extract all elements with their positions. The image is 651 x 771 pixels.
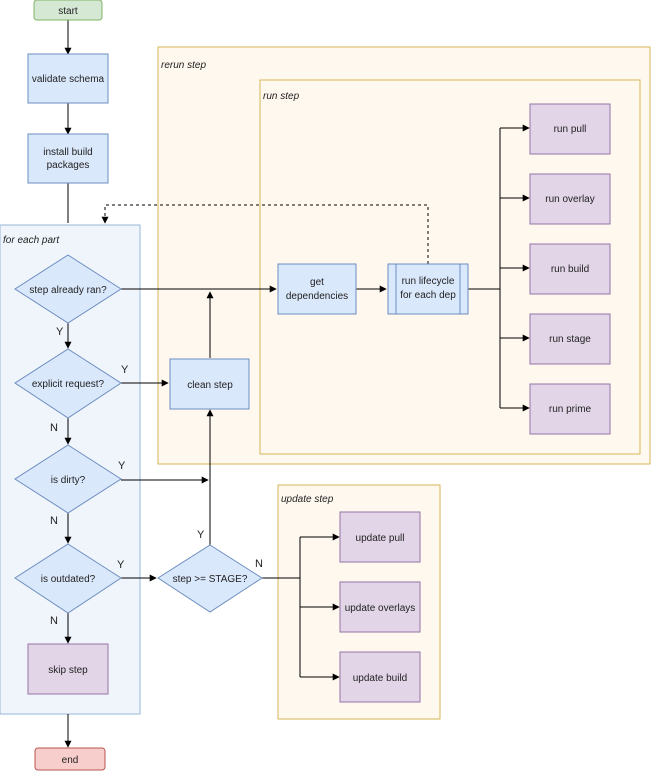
skip-step-label: skip step bbox=[48, 665, 88, 676]
run-overlay-node: run overlay bbox=[529, 173, 611, 225]
run-overlay-label: run overlay bbox=[545, 194, 594, 205]
run-stage-node: run stage bbox=[529, 313, 611, 365]
run-build-label: run build bbox=[551, 264, 589, 275]
for-each-part-title: for each part bbox=[3, 235, 60, 246]
end-node: end bbox=[34, 747, 106, 771]
install-build-packages-label-2: packages bbox=[47, 160, 90, 171]
label-stage-yes: Y bbox=[197, 529, 205, 541]
run-pull-label: run pull bbox=[554, 124, 587, 135]
start-label: start bbox=[58, 6, 78, 17]
update-step-title: update step bbox=[281, 494, 334, 505]
update-pull-label: update pull bbox=[356, 533, 405, 544]
rerun-step-title: rerun step bbox=[161, 60, 206, 71]
edge-labels: Y Y N Y N Y N Y N bbox=[50, 326, 263, 627]
run-stage-label: run stage bbox=[549, 334, 591, 345]
label-explicit-yes: Y bbox=[121, 364, 129, 376]
is-outdated-label: is outdated? bbox=[41, 574, 96, 585]
install-build-packages-node: install build packages bbox=[27, 133, 109, 184]
validate-schema-node: validate schema bbox=[27, 53, 109, 104]
install-build-packages-label-1: install build bbox=[43, 147, 92, 158]
update-build-label: update build bbox=[353, 673, 408, 684]
label-explicit-no: N bbox=[50, 422, 58, 434]
edge-lifecycle-loopback bbox=[101, 204, 429, 264]
run-step-title: run step bbox=[263, 91, 300, 102]
is-dirty-decision: is dirty? bbox=[14, 444, 122, 514]
start-node: start bbox=[33, 0, 103, 21]
update-overlays-node: update overlays bbox=[339, 581, 421, 633]
step-already-ran-label: step already ran? bbox=[29, 285, 107, 296]
clean-step-label: clean step bbox=[187, 380, 233, 391]
run-lifecycle-label-2: for each dep bbox=[400, 290, 456, 301]
label-stage-no: N bbox=[255, 558, 263, 570]
update-pull-node: update pull bbox=[339, 511, 421, 563]
skip-step-node: skip step bbox=[27, 643, 109, 695]
is-dirty-label: is dirty? bbox=[51, 475, 86, 486]
run-prime-node: run prime bbox=[529, 383, 611, 435]
label-dirty-no: N bbox=[50, 515, 58, 527]
run-pull-node: run pull bbox=[529, 103, 611, 155]
run-lifecycle-node: run lifecycle for each dep bbox=[387, 263, 469, 315]
explicit-request-decision: explicit request? bbox=[14, 348, 122, 419]
validate-schema-label: validate schema bbox=[32, 74, 105, 85]
step-ge-stage-decision: step >= STAGE? bbox=[157, 544, 263, 613]
step-already-ran-decision: step already ran? bbox=[14, 254, 122, 324]
get-dependencies-label-2: dependencies bbox=[286, 291, 348, 302]
update-overlays-label: update overlays bbox=[345, 603, 416, 614]
get-dependencies-label-1: get bbox=[310, 277, 324, 288]
label-outdated-yes: Y bbox=[117, 559, 125, 571]
run-prime-label: run prime bbox=[549, 404, 592, 415]
label-outdated-no: N bbox=[50, 615, 58, 627]
get-dependencies-node: get dependencies bbox=[277, 263, 357, 315]
label-dirty-yes: Y bbox=[118, 460, 126, 472]
run-build-node: run build bbox=[529, 243, 611, 295]
run-lifecycle-label-1: run lifecycle bbox=[402, 276, 455, 287]
edges bbox=[64, 20, 530, 748]
clean-step-node: clean step bbox=[169, 358, 250, 410]
label-ran-yes: Y bbox=[56, 326, 64, 338]
end-label: end bbox=[62, 755, 79, 766]
is-outdated-decision: is outdated? bbox=[14, 543, 122, 614]
update-build-node: update build bbox=[339, 651, 421, 703]
explicit-request-label: explicit request? bbox=[32, 379, 105, 390]
step-ge-stage-label: step >= STAGE? bbox=[173, 574, 248, 585]
